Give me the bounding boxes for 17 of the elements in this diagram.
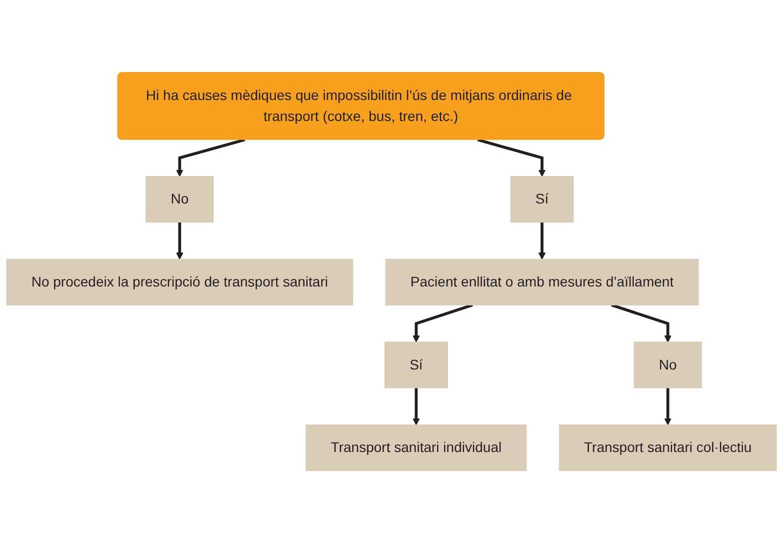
node-box (6, 259, 354, 306)
flowchart: Hi ha causes mèdiques que impossibilitin l’ús de mitjans ordinaris de transport (cotxe, bus, tren, etc.) No Sí No procedeix la prescripció de transport sanitari Pacient enllitat o amb mesures d’aïllament Sí No Transport sanitari individual Transport sanitari col·lectiu (0, 66, 783, 478)
arrow (611, 304, 672, 343)
arrow (176, 138, 246, 178)
node-box (385, 259, 699, 306)
arrow (412, 388, 420, 426)
node-box (146, 176, 214, 223)
arrow (477, 138, 546, 178)
node-box (510, 176, 574, 223)
arrow (176, 222, 184, 260)
arrow (664, 388, 672, 426)
arrow (412, 304, 473, 343)
node-box (306, 424, 527, 472)
arrow (538, 222, 546, 260)
node-box (384, 342, 448, 389)
node-box (634, 342, 702, 389)
node-box (558, 424, 777, 472)
